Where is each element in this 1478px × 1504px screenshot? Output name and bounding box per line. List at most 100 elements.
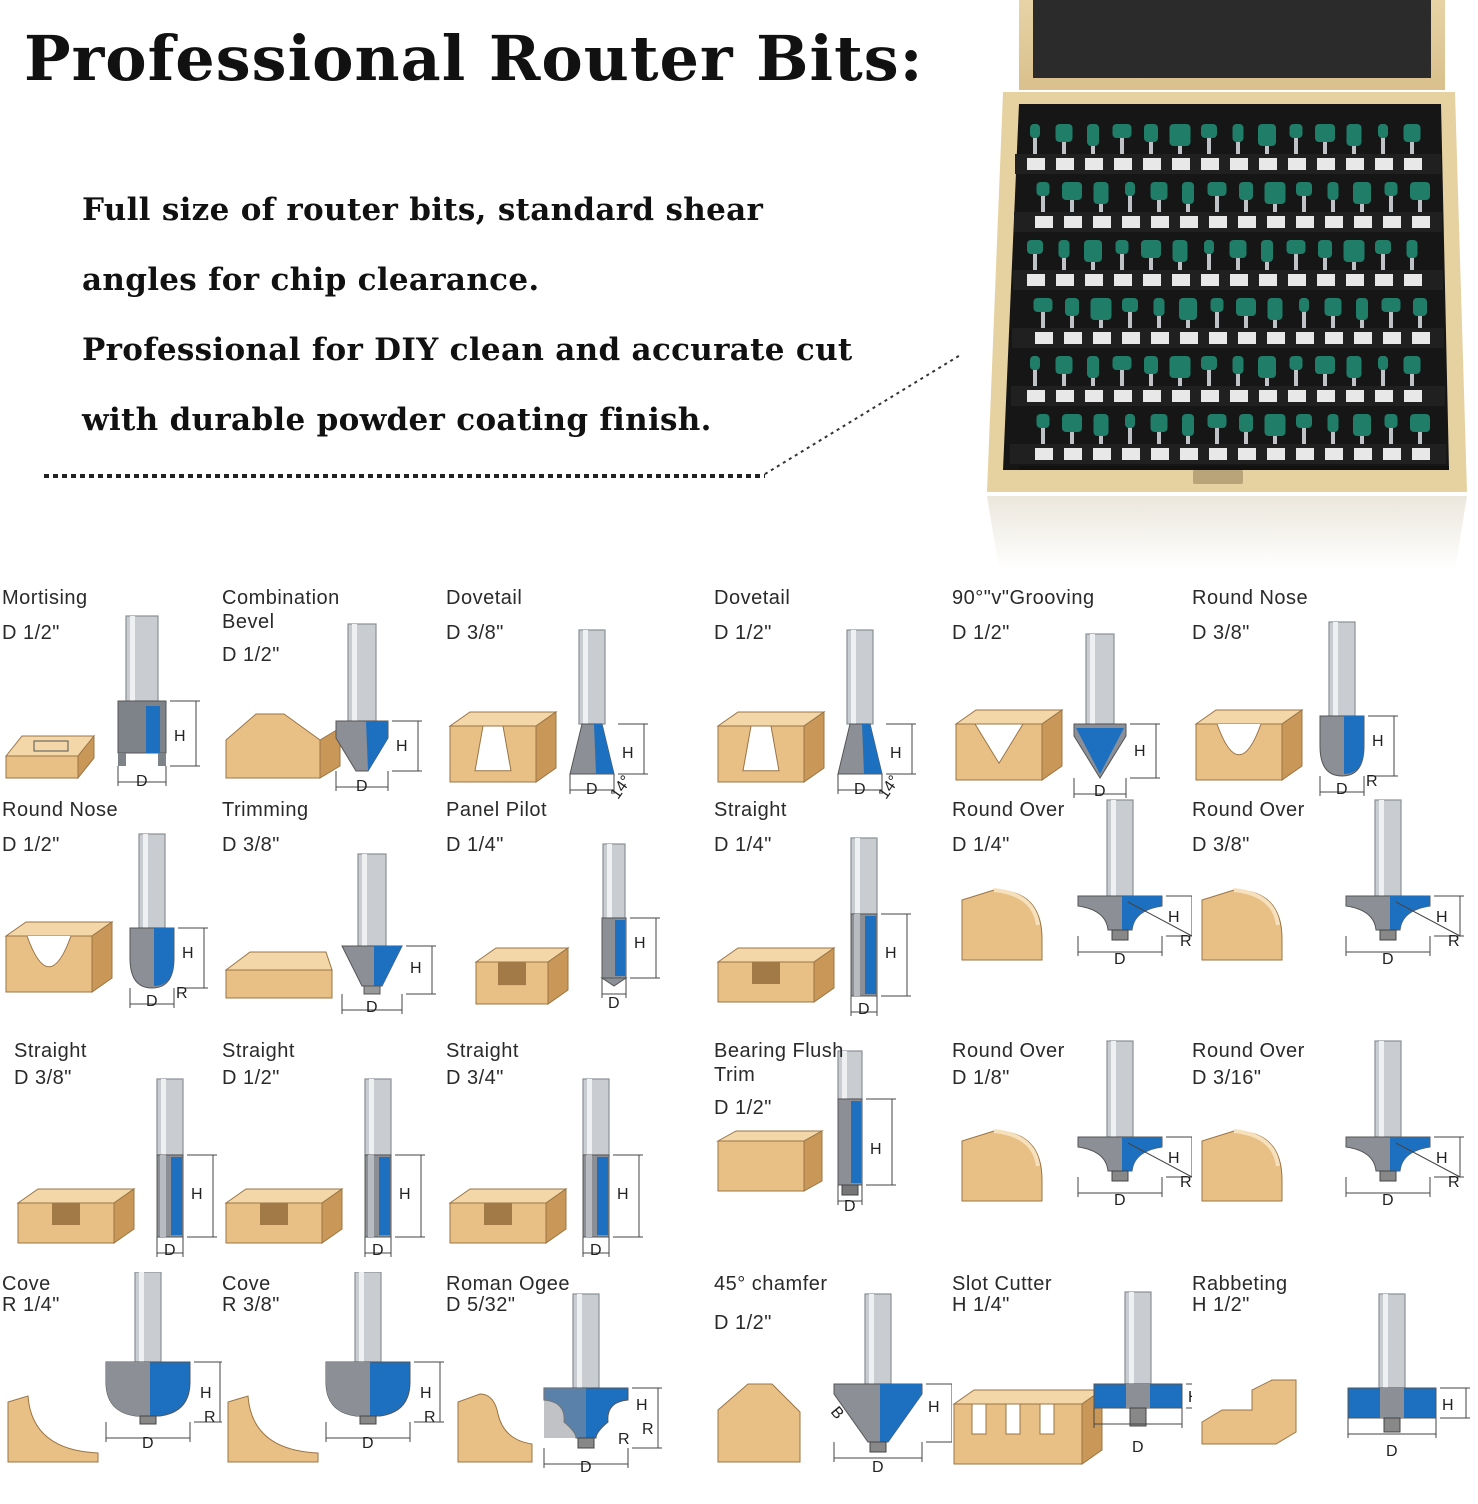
bit-size: D 1/2" xyxy=(2,622,60,644)
bit-name: Cove xyxy=(222,1273,271,1295)
bit-diagram-roundover: HDR xyxy=(961,799,1192,968)
svg-text:D: D xyxy=(844,1198,856,1215)
bit-size: D 1/2" xyxy=(714,1097,772,1119)
bit-size: D 1/2" xyxy=(952,622,1010,644)
svg-text:H: H xyxy=(420,1385,432,1402)
bit-name: Round Nose xyxy=(1192,587,1309,609)
bit-size: D 1/2" xyxy=(714,1312,772,1334)
svg-text:D: D xyxy=(142,1435,154,1452)
svg-text:R: R xyxy=(1180,933,1192,950)
bit-diagram-straight: HD xyxy=(448,1078,643,1259)
bit-size: R 1/4" xyxy=(2,1294,60,1316)
bit-size: D 3/8" xyxy=(446,622,504,644)
svg-text:H: H xyxy=(174,728,186,745)
bit-size: D 3/8" xyxy=(1192,834,1250,856)
bit-name: Bearing Flush Trim xyxy=(714,1040,844,1086)
svg-text:D: D xyxy=(136,773,148,790)
svg-text:H: H xyxy=(617,1186,629,1203)
bit-diagram-panelpilot: HD xyxy=(474,843,660,1012)
bit-size: D 1/8" xyxy=(952,1067,1010,1089)
svg-text:H: H xyxy=(870,1141,882,1158)
svg-text:D: D xyxy=(372,1242,384,1259)
box-reflection xyxy=(987,496,1467,570)
svg-text:D: D xyxy=(608,995,620,1012)
svg-text:H: H xyxy=(1436,1150,1448,1167)
svg-text:D: D xyxy=(854,781,866,798)
bit-diagram-roundover: HDR xyxy=(961,1040,1192,1209)
bit-diagram-vgroove: HD xyxy=(954,633,1160,800)
svg-text:D: D xyxy=(1336,781,1348,798)
bit-size: D 1/2" xyxy=(2,834,60,856)
bit-name: Straight xyxy=(446,1040,519,1062)
svg-text:H: H xyxy=(1442,1397,1454,1414)
svg-text:D: D xyxy=(1386,1443,1398,1460)
svg-text:D: D xyxy=(1094,783,1106,800)
svg-text:H: H xyxy=(396,738,408,755)
bit-card: H D Bearing Flush Trim D 1/2" xyxy=(714,1039,952,1269)
box-latch xyxy=(1193,470,1243,484)
lid-foam xyxy=(1033,0,1431,78)
description-line-2: angles for chip clearance. xyxy=(82,262,540,298)
bit-size: D 3/8" xyxy=(1192,622,1250,644)
svg-text:H: H xyxy=(1188,1389,1192,1406)
svg-text:D: D xyxy=(872,1459,884,1476)
svg-text:H: H xyxy=(634,935,646,952)
bit-size: D 3/8" xyxy=(14,1067,72,1089)
bit-name: 90°"v"Grooving xyxy=(952,587,1095,609)
router-bit-box-photo xyxy=(987,0,1467,570)
svg-text:H: H xyxy=(399,1186,411,1203)
bit-name: Roman Ogee xyxy=(446,1273,570,1295)
headline: Professional Router Bits: xyxy=(24,22,924,95)
svg-text:H: H xyxy=(622,745,634,762)
bit-name: Trimming xyxy=(222,799,309,821)
bit-name: Rabbeting xyxy=(1192,1273,1288,1295)
bit-diagram-cove: HDR xyxy=(7,1272,222,1463)
svg-text:H: H xyxy=(200,1385,212,1402)
svg-text:R: R xyxy=(642,1421,654,1438)
bit-diagram-bevel: HD xyxy=(225,623,422,795)
bit-size: H 1/4" xyxy=(952,1294,1010,1316)
bit-size: D 1/4" xyxy=(446,834,504,856)
svg-text:H: H xyxy=(1436,909,1448,926)
svg-text:H: H xyxy=(1168,1150,1180,1167)
description-line-1: Full size of router bits, standard shear xyxy=(82,192,764,228)
svg-text:H: H xyxy=(885,945,897,962)
description-line-4: with durable powder coating finish. xyxy=(82,402,712,438)
svg-text:R: R xyxy=(424,1409,436,1426)
bit-name: 45° chamfer xyxy=(714,1273,828,1295)
bit-name: Round Over xyxy=(1192,799,1305,821)
bit-size: D 3/16" xyxy=(1192,1067,1262,1089)
bit-diagram-straight: HD xyxy=(716,837,911,1018)
svg-text:D: D xyxy=(858,1001,870,1018)
svg-text:H: H xyxy=(1134,743,1146,760)
bit-name: Combination Bevel xyxy=(222,587,340,633)
svg-text:H: H xyxy=(1372,733,1384,750)
bit-name: Round Over xyxy=(952,1040,1065,1062)
bit-tiers xyxy=(1010,124,1449,470)
bit-name: Round Over xyxy=(952,799,1065,821)
svg-text:H: H xyxy=(182,945,194,962)
bit-name: Straight xyxy=(14,1040,87,1062)
svg-text:R: R xyxy=(618,1431,630,1448)
svg-text:D: D xyxy=(1132,1439,1144,1456)
bit-size: D 1/2" xyxy=(222,644,280,666)
bit-diagram-cove: HDR xyxy=(227,1272,444,1463)
